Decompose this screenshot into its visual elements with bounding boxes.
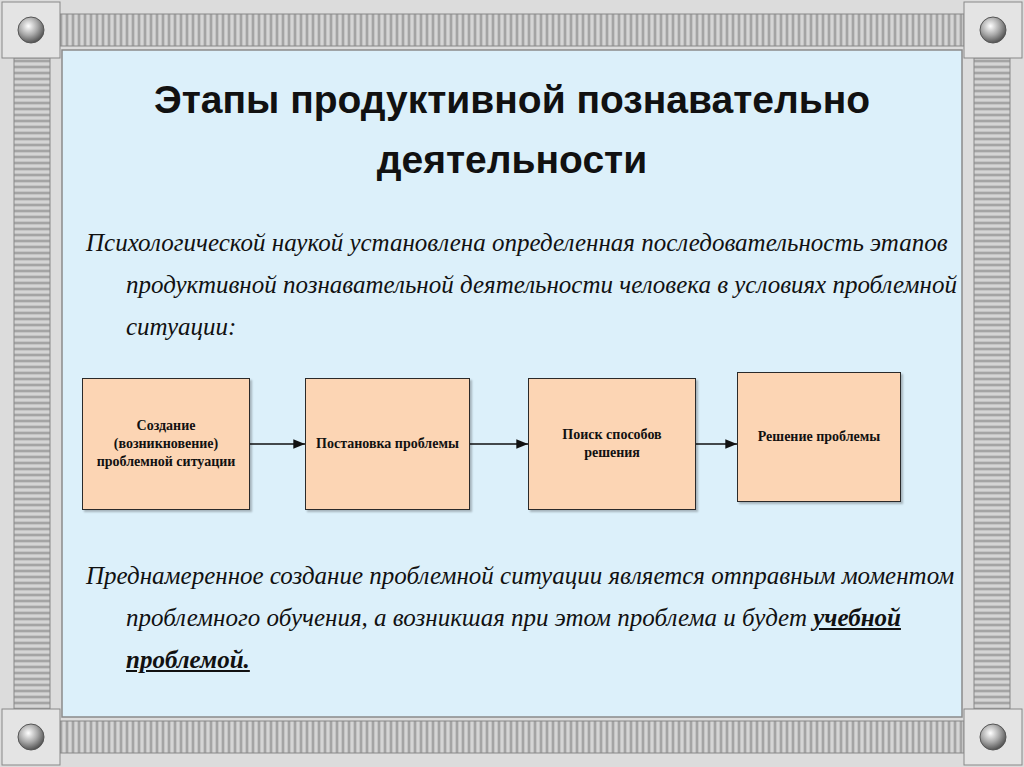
box-label: Решение проблемы [758, 428, 881, 446]
box-label: Создание (возникновение) проблемной ситу… [91, 417, 241, 471]
body-text: Психологической наукой установлена опред… [86, 229, 957, 340]
slide-title: Этапы продуктивной познавательно деятель… [142, 70, 882, 190]
flow-arrow [250, 443, 305, 444]
process-box: Создание (возникновение) проблемной ситу… [82, 378, 250, 510]
box-label: Постановка проблемы [316, 435, 459, 453]
box-label: Поиск способов решения [537, 426, 687, 462]
process-box: Решение проблемы [737, 372, 901, 502]
flow-arrow [696, 443, 737, 444]
text-paragraph: Психологической наукой установлена опред… [86, 222, 966, 348]
text-paragraph: Преднамеренное создание проблемной ситуа… [86, 555, 966, 681]
flow-arrow [470, 443, 528, 444]
process-box: Постановка проблемы [305, 378, 470, 510]
process-box: Поиск способов решения [528, 378, 696, 510]
